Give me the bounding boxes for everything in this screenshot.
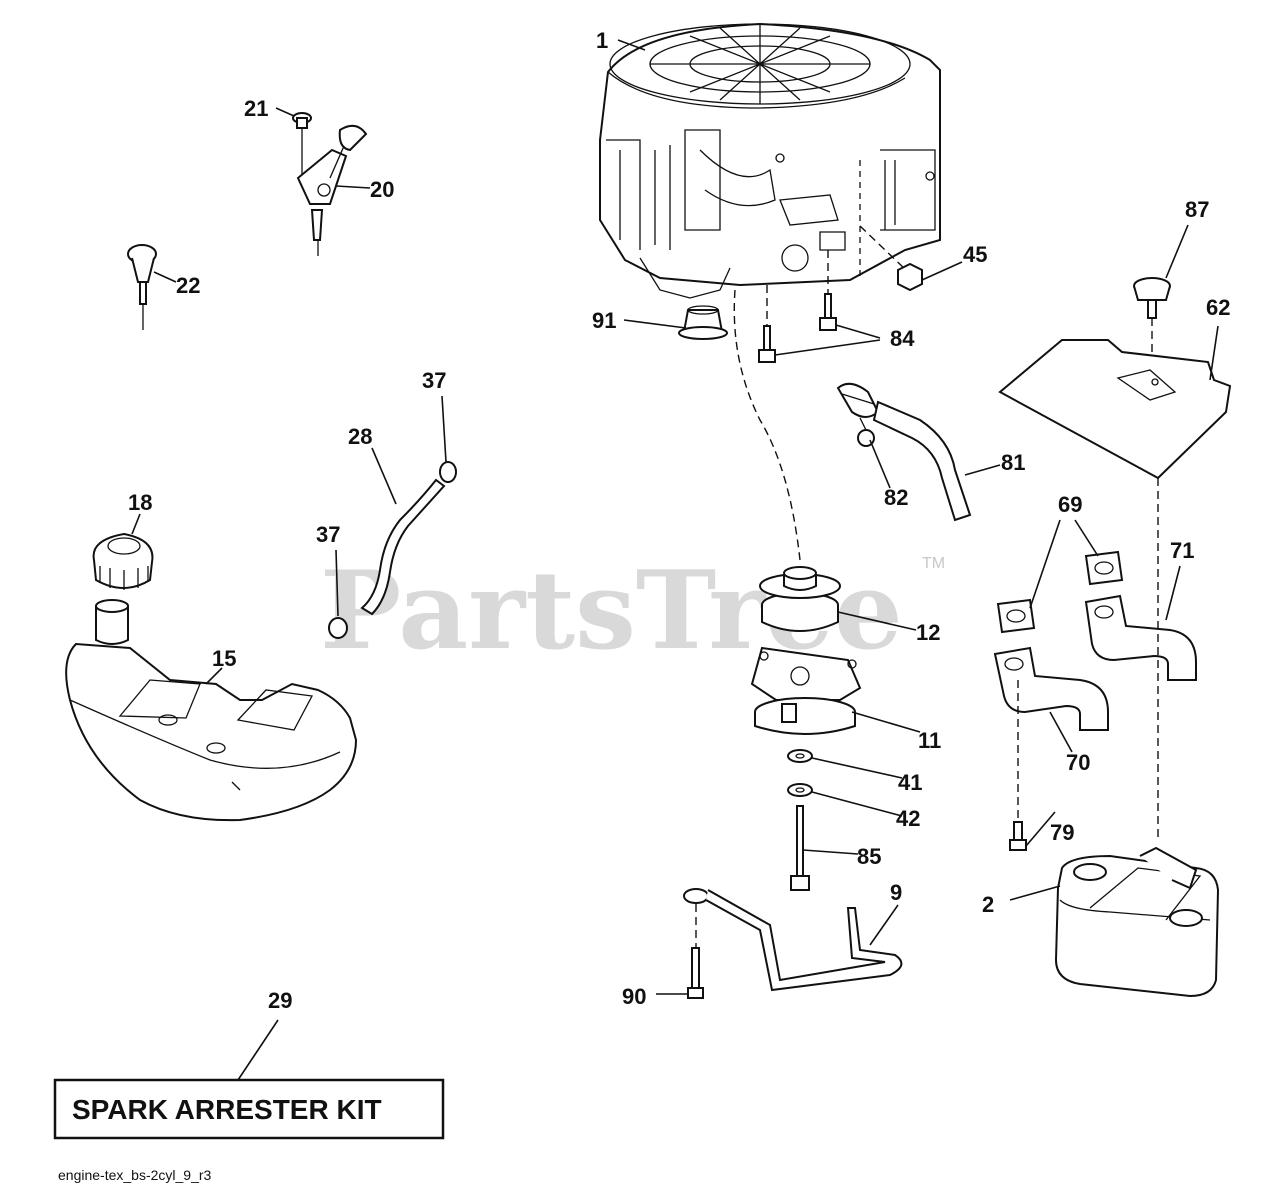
callout-18: 18 [128, 490, 152, 515]
callout-20: 20 [370, 177, 394, 202]
callout-81: 81 [1001, 450, 1025, 475]
clamp-part-37b[interactable] [328, 617, 348, 639]
pulley-part-12[interactable] [759, 566, 841, 632]
callout-84: 84 [890, 326, 915, 351]
callout-82: 82 [884, 485, 908, 510]
callout-70: 70 [1066, 750, 1090, 775]
callout-1: 1 [596, 28, 608, 53]
bolt-part-90[interactable] [687, 947, 704, 999]
gasket-part-69b[interactable] [1084, 550, 1124, 586]
callout-79: 79 [1050, 820, 1074, 845]
heat-shield-part-62[interactable] [998, 339, 1232, 480]
throttle-control-part-20[interactable] [296, 124, 368, 241]
callout-41: 41 [898, 770, 922, 795]
spark-arrester-kit-box[interactable]: SPARK ARRESTER KIT [53, 1078, 445, 1140]
fuel-cap-part-18[interactable] [92, 532, 154, 590]
dipstick-part-82[interactable] [836, 382, 880, 447]
bolt-part-85[interactable] [790, 805, 810, 891]
callout-9: 9 [890, 880, 902, 905]
nut-part-45[interactable] [897, 262, 923, 292]
clamp-part-37a[interactable] [439, 461, 457, 483]
watermark-trademark: TM [922, 555, 945, 572]
washer-part-42[interactable] [787, 783, 813, 797]
callout-22: 22 [176, 273, 200, 298]
exhaust-pipe-part-70[interactable] [993, 646, 1109, 731]
spark-arrester-kit-label: SPARK ARRESTER KIT [72, 1094, 382, 1125]
muffler-part-2[interactable] [1054, 846, 1220, 998]
screw-part-21[interactable] [292, 112, 312, 129]
callout-90: 90 [622, 984, 646, 1009]
callout-69: 69 [1058, 492, 1082, 517]
callout-37a: 37 [422, 368, 446, 393]
bolt-part-79[interactable] [1009, 821, 1027, 851]
callout-12: 12 [916, 620, 940, 645]
callout-2: 2 [982, 892, 994, 917]
engine-part-1[interactable] [599, 22, 941, 299]
knob-part-22[interactable] [127, 244, 157, 305]
diagram-reference-code: engine-tex_bs-2cyl_9_r3 [58, 1167, 212, 1183]
callout-87: 87 [1185, 197, 1209, 222]
bolt-part-84a[interactable] [758, 325, 776, 363]
callout-37b: 37 [316, 522, 340, 547]
fuel-tank-part-15[interactable] [65, 599, 358, 822]
callout-71: 71 [1170, 538, 1194, 563]
bolt-part-84b[interactable] [819, 293, 837, 331]
exhaust-pipe-part-71[interactable] [1084, 594, 1197, 681]
callout-42: 42 [896, 806, 920, 831]
callout-15: 15 [212, 646, 236, 671]
callout-45: 45 [963, 242, 987, 267]
callout-91: 91 [592, 308, 616, 333]
callout-62: 62 [1206, 295, 1230, 320]
gasket-part-69a[interactable] [996, 598, 1036, 634]
bracket-part-9[interactable] [683, 888, 903, 992]
bushing-part-91[interactable] [678, 305, 728, 340]
tube-part-81[interactable] [872, 400, 972, 522]
callout-85: 85 [857, 844, 881, 869]
callout-21: 21 [244, 96, 268, 121]
callout-28: 28 [348, 424, 372, 449]
knob-part-87[interactable] [1133, 277, 1171, 319]
clutch-part-11[interactable] [750, 646, 862, 735]
washer-part-41[interactable] [787, 749, 813, 763]
callout-11: 11 [918, 728, 941, 753]
callout-29: 29 [268, 988, 292, 1013]
fuel-line-part-28[interactable] [360, 478, 446, 616]
